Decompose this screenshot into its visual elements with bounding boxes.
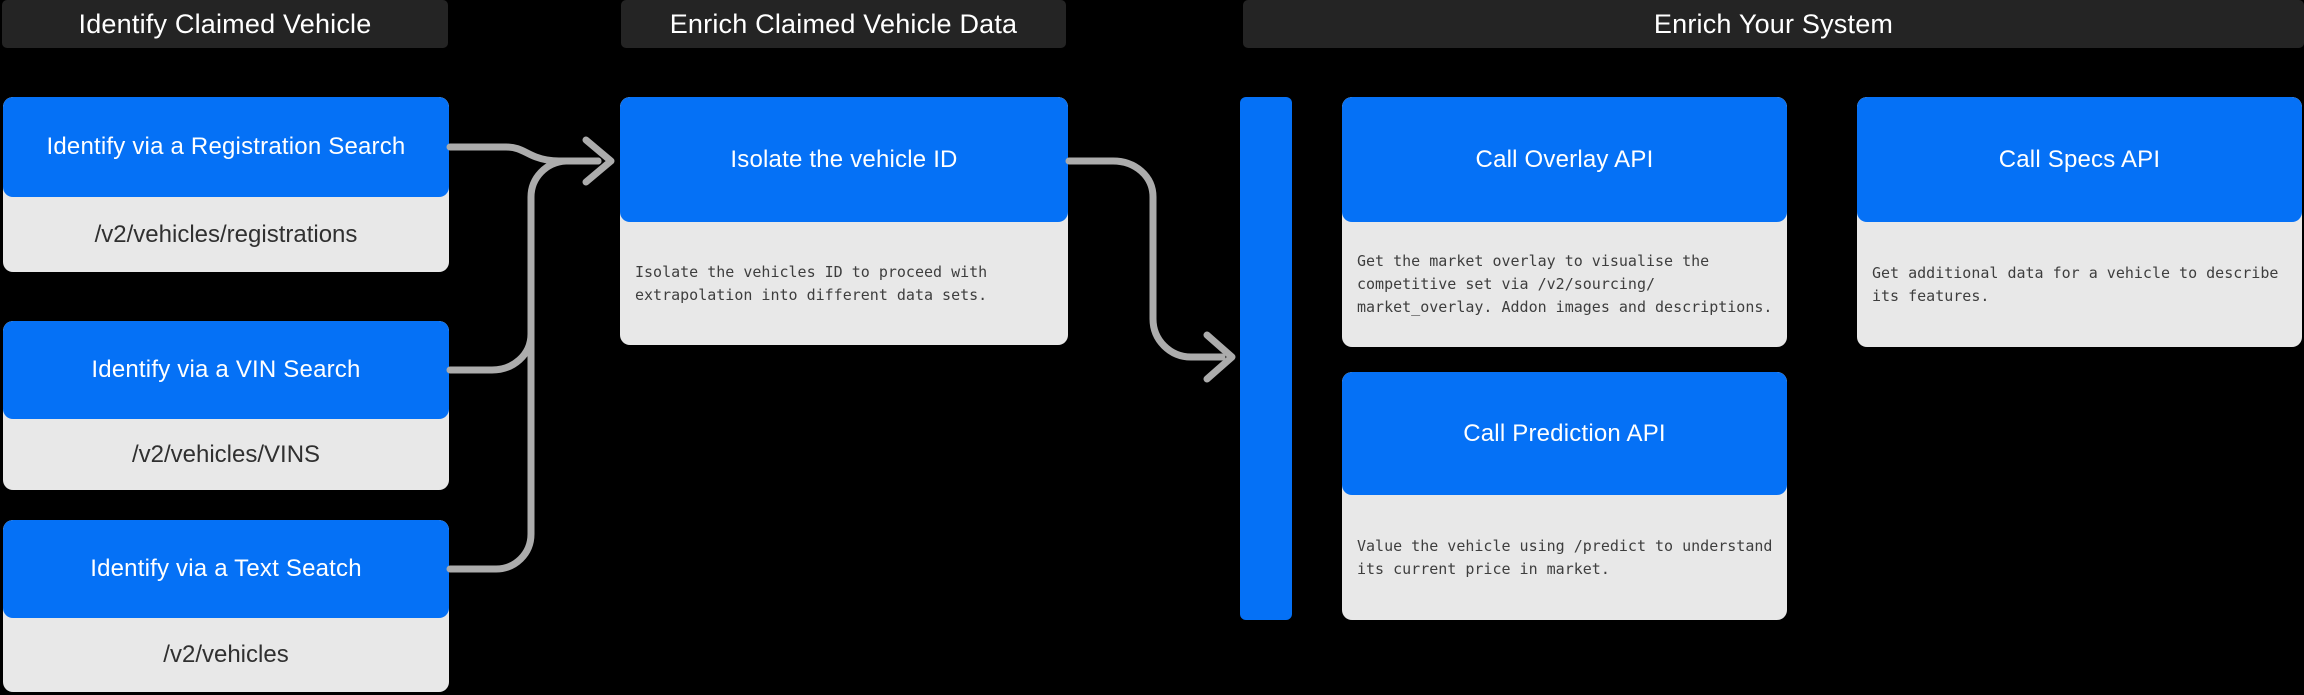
node-identify-text-search: Identify via a Text Seatch xyxy=(3,520,449,618)
card-call-overlay-api: Call Overlay API Get the market overlay … xyxy=(1342,97,1787,347)
node-title: Isolate the vehicle ID xyxy=(730,145,958,173)
node-title: Call Prediction API xyxy=(1463,419,1666,447)
header-label: Identify Claimed Vehicle xyxy=(78,8,372,39)
node-call-overlay-api: Call Overlay API xyxy=(1342,97,1787,222)
header-enrich-your-system: Enrich Your System xyxy=(1243,0,2304,48)
arrow-text-to-isolate xyxy=(446,157,602,573)
card-identify-text-search: Identify via a Text Seatch /v2/vehicles xyxy=(3,520,449,692)
node-title: Call Overlay API xyxy=(1475,145,1654,173)
node-title: Identify via a VIN Search xyxy=(91,356,361,383)
node-description: Get additional data for a vehicle to des… xyxy=(1872,263,2279,305)
node-title: Identify via a Text Seatch xyxy=(90,555,362,582)
node-description: Isolate the vehicles ID to proceed with … xyxy=(635,262,988,304)
header-enrich-claimed-vehicle-data: Enrich Claimed Vehicle Data xyxy=(621,0,1066,48)
node-isolate-vehicle-id: Isolate the vehicle ID xyxy=(620,97,1068,222)
arrow-registration-to-isolate xyxy=(446,143,602,165)
node-title: Identify via a Registration Search xyxy=(46,133,406,160)
arrowhead-isolate-icon xyxy=(582,136,615,186)
header-label: Enrich Claimed Vehicle Data xyxy=(669,8,1018,39)
endpoint-label: /v2/vehicles/VINS xyxy=(131,440,321,468)
node-identify-vin-search: Identify via a VIN Search xyxy=(3,321,449,419)
header-label: Enrich Your System xyxy=(1653,8,1894,39)
arrow-vin-to-isolate xyxy=(446,304,535,374)
node-title: Call Specs API xyxy=(1998,145,2161,173)
card-isolate-vehicle-id: Isolate the vehicle ID Isolate the vehic… xyxy=(620,97,1068,345)
card-identify-registration-search: Identify via a Registration Search /v2/v… xyxy=(3,97,449,272)
endpoint-label: /v2/vehicles xyxy=(163,641,289,668)
header-identify-claimed-vehicle: Identify Claimed Vehicle xyxy=(2,0,448,48)
merge-bar xyxy=(1240,97,1292,620)
node-call-prediction-api: Call Prediction API xyxy=(1342,372,1787,495)
node-identify-registration-search: Identify via a Registration Search xyxy=(3,97,449,197)
card-call-prediction-api: Call Prediction API Value the vehicle us… xyxy=(1342,372,1787,620)
arrowhead-merge-bar-icon xyxy=(1203,331,1236,383)
endpoint-label: /v2/vehicles/registrations xyxy=(94,220,358,248)
node-description: Get the market overlay to visualise the … xyxy=(1357,252,1773,316)
card-call-specs-api: Call Specs API Get additional data for a… xyxy=(1857,97,2302,347)
arrow-isolate-to-merge-bar xyxy=(1065,157,1226,361)
card-identify-vin-search: Identify via a VIN Search /v2/vehicles/V… xyxy=(3,321,449,490)
node-description: Value the vehicle using /predict to unde… xyxy=(1357,536,1773,578)
node-call-specs-api: Call Specs API xyxy=(1857,97,2302,222)
